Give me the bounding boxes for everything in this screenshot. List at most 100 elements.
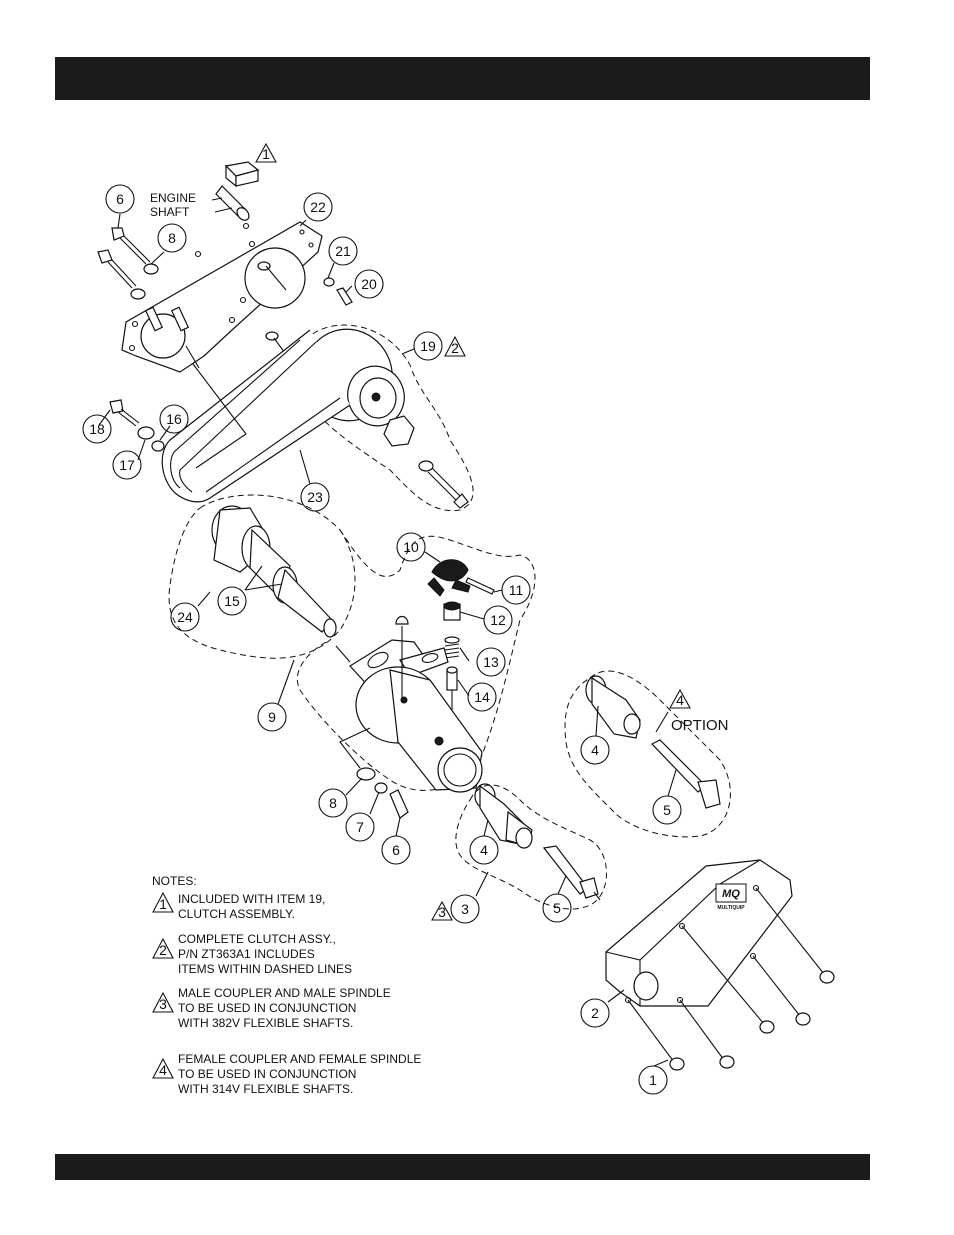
svg-text:17: 17 <box>119 457 135 473</box>
callout-24: 24 <box>170 602 200 632</box>
note-triangle-1-top: 1 <box>255 142 277 163</box>
svg-text:WITH 382V FLEXIBLE SHAFTS.: WITH 382V FLEXIBLE SHAFTS. <box>178 1016 353 1030</box>
male-spindle-part <box>542 845 601 901</box>
engine-shaft-part <box>211 185 250 221</box>
svg-text:8: 8 <box>329 795 337 811</box>
svg-text:1: 1 <box>649 1072 657 1088</box>
header-bar <box>55 57 870 100</box>
callout-6-top: 6 <box>105 184 135 214</box>
svg-text:4: 4 <box>159 1062 167 1078</box>
drum-spindle-part <box>211 505 337 638</box>
svg-text:MQ: MQ <box>722 888 740 900</box>
engine-key-part <box>224 161 260 188</box>
callout-19: 19 <box>413 331 443 361</box>
svg-text:4: 4 <box>480 842 488 858</box>
callout-22: 22 <box>303 192 333 222</box>
callout-3: 3 <box>450 894 480 924</box>
svg-text:10: 10 <box>403 539 419 555</box>
svg-text:21: 21 <box>335 243 351 259</box>
svg-text:8: 8 <box>168 230 176 246</box>
svg-text:11: 11 <box>509 582 524 598</box>
callout-4-male: 4 <box>469 835 499 865</box>
svg-text:23: 23 <box>307 489 323 505</box>
callout-8-lower: 8 <box>318 788 348 818</box>
svg-text:ITEMS WITHIN DASHED LINES: ITEMS WITHIN DASHED LINES <box>178 962 352 976</box>
note-1: 1 INCLUDED WITH ITEM 19, CLUTCH ASSEMBLY… <box>152 891 325 921</box>
svg-text:1: 1 <box>159 896 167 912</box>
svg-text:20: 20 <box>361 276 377 292</box>
female-coupler-dashed-boundary <box>564 670 731 838</box>
note-triangle-3: 3 <box>431 900 453 921</box>
footer-bar <box>55 1154 870 1180</box>
svg-text:15: 15 <box>224 593 240 609</box>
housing-bolt-assembly <box>339 727 409 819</box>
callout-20: 20 <box>354 269 384 299</box>
svg-text:COMPLETE CLUTCH ASSY.,: COMPLETE CLUTCH ASSY., <box>178 932 336 946</box>
engine-label: ENGINE <box>150 191 196 205</box>
svg-text:FEMALE COUPLER AND FEMALE SPIN: FEMALE COUPLER AND FEMALE SPINDLE <box>178 1052 421 1066</box>
male-coupler-dashed-boundary <box>455 784 607 910</box>
svg-text:7: 7 <box>356 819 364 835</box>
notes-block: NOTES: 1 INCLUDED WITH ITEM 19, CLUTCH A… <box>152 874 421 1096</box>
option-label: OPTION <box>671 717 729 734</box>
note-3: 3 MALE COUPLER AND MALE SPINDLE TO BE US… <box>152 986 391 1030</box>
svg-text:9: 9 <box>268 709 276 725</box>
svg-text:WITH 314V FLEXIBLE SHAFTS.: WITH 314V FLEXIBLE SHAFTS. <box>178 1082 353 1096</box>
callout-1: 1 <box>638 1065 668 1095</box>
callout-16: 16 <box>159 404 189 434</box>
clutch-dashed-boundary <box>299 324 474 512</box>
svg-text:3: 3 <box>159 996 167 1012</box>
callout-8-top: 8 <box>157 223 187 253</box>
svg-text:22: 22 <box>310 199 326 215</box>
callout-18: 18 <box>82 414 112 444</box>
svg-text:5: 5 <box>553 900 561 916</box>
svg-text:6: 6 <box>116 191 124 207</box>
female-spindle-part <box>651 739 721 809</box>
plate-bolt-upper <box>111 227 159 275</box>
callout-6-lower: 6 <box>381 835 411 865</box>
notes-heading: NOTES: <box>152 874 197 888</box>
svg-text:MALE COUPLER AND MALE SPINDLE: MALE COUPLER AND MALE SPINDLE <box>178 986 391 1000</box>
callout-21: 21 <box>328 236 358 266</box>
svg-text:18: 18 <box>89 421 105 437</box>
svg-text:19: 19 <box>420 338 436 354</box>
svg-text:6: 6 <box>392 842 400 858</box>
callout-13: 13 <box>476 647 506 677</box>
shaft-label: SHAFT <box>150 205 190 219</box>
cover-screws <box>627 887 835 1071</box>
callout-10: 10 <box>396 532 426 562</box>
svg-text:2: 2 <box>591 1005 599 1021</box>
callout-12: 12 <box>483 605 513 635</box>
spring-part <box>444 636 460 659</box>
callout-9: 9 <box>257 702 287 732</box>
svg-text:16: 16 <box>166 411 182 427</box>
svg-text:CLUTCH ASSEMBLY.: CLUTCH ASSEMBLY. <box>178 907 295 921</box>
female-coupler-part <box>585 675 641 739</box>
callout-2: 2 <box>580 998 610 1028</box>
svg-text:P/N ZT363A1 INCLUDES: P/N ZT363A1 INCLUDES <box>178 947 315 961</box>
svg-text:1: 1 <box>262 146 270 162</box>
knob-part <box>427 559 495 597</box>
svg-text:2: 2 <box>159 942 167 958</box>
clutch-housing-part <box>335 615 483 793</box>
callout-5-female: 5 <box>652 795 682 825</box>
svg-text:4: 4 <box>676 692 684 708</box>
male-coupler-part <box>474 783 533 849</box>
plate-bolt-lower <box>97 249 146 300</box>
svg-text:TO BE USED IN CONJUNCTION: TO BE USED IN CONJUNCTION <box>178 1067 356 1081</box>
cover-part <box>605 859 793 1007</box>
svg-text:2: 2 <box>451 340 459 356</box>
note-triangle-4-option: 4 <box>669 688 691 709</box>
callout-11: 11 <box>501 575 531 605</box>
svg-text:MULTIQUIP: MULTIQUIP <box>717 905 745 911</box>
bolt-18-assembly <box>109 399 165 452</box>
callout-15: 15 <box>217 586 247 616</box>
note-triangle-2: 2 <box>444 335 466 357</box>
multiquip-logo: MQ MULTIQUIP <box>715 883 747 911</box>
callout-4-female: 4 <box>580 735 610 765</box>
callout-14: 14 <box>467 682 497 712</box>
pulley-bolts <box>257 261 353 361</box>
svg-text:24: 24 <box>177 609 193 625</box>
mounting-plate-part <box>121 221 323 373</box>
